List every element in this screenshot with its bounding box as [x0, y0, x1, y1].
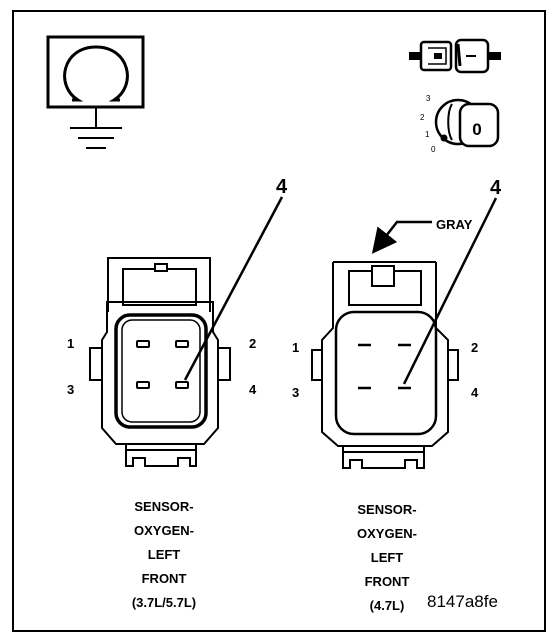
caption-left: SENSOR- OXYGEN- LEFT FRONT (3.7L/5.7L) [132, 499, 196, 610]
pin-label-2: 2 [249, 336, 256, 351]
key-position-1: 1 [425, 130, 430, 139]
pin-1-terminal [136, 340, 150, 348]
disconnected-connector-icon [409, 38, 501, 74]
svg-text:(4.7L): (4.7L) [370, 598, 405, 613]
svg-text:SENSOR-: SENSOR- [357, 502, 416, 517]
key-position-0: 0 [431, 145, 436, 154]
svg-text:FRONT: FRONT [142, 571, 187, 586]
pin-2-terminal [175, 340, 189, 348]
svg-text:FRONT: FRONT [365, 574, 410, 589]
figure-code: 8147a8fe [427, 592, 498, 611]
svg-text:SENSOR-: SENSOR- [134, 499, 193, 514]
ohm-ground-icon [46, 35, 145, 149]
svg-text:(3.7L/5.7L): (3.7L/5.7L) [132, 595, 196, 610]
svg-text:LEFT: LEFT [371, 550, 404, 565]
gray-color-note: GRAY [436, 217, 473, 232]
connector-left-pins [136, 340, 189, 389]
pin-label-4: 4 [471, 385, 479, 400]
svg-text:OXYGEN-: OXYGEN- [134, 523, 194, 538]
pin-4-terminal [175, 381, 189, 389]
key-position-2: 2 [420, 113, 425, 122]
connector-right [311, 261, 459, 469]
pin-label-4: 4 [249, 382, 257, 397]
callout-number-right: 4 [490, 177, 502, 199]
callout-leader-right [402, 197, 498, 385]
ignition-key-icon [434, 98, 500, 148]
svg-text:OXYGEN-: OXYGEN- [357, 526, 417, 541]
gray-leader-arrow [371, 220, 432, 254]
pin-3-terminal [136, 381, 150, 389]
pin-label-3: 3 [292, 385, 299, 400]
pin-label-1: 1 [292, 340, 299, 355]
diagram-frame [12, 10, 546, 632]
callout-number-left: 4 [276, 176, 288, 198]
connector-right-pins [358, 343, 411, 390]
key-position-3: 3 [426, 94, 431, 103]
caption-right: SENSOR- OXYGEN- LEFT FRONT (4.7L) [357, 502, 417, 613]
svg-text:LEFT: LEFT [148, 547, 181, 562]
pin-label-1: 1 [67, 336, 74, 351]
connector-left [89, 257, 231, 467]
key-label: 0 [472, 120, 481, 139]
pin-label-3: 3 [67, 382, 74, 397]
pin-label-2: 2 [471, 340, 478, 355]
callout-leader-left [183, 196, 284, 381]
